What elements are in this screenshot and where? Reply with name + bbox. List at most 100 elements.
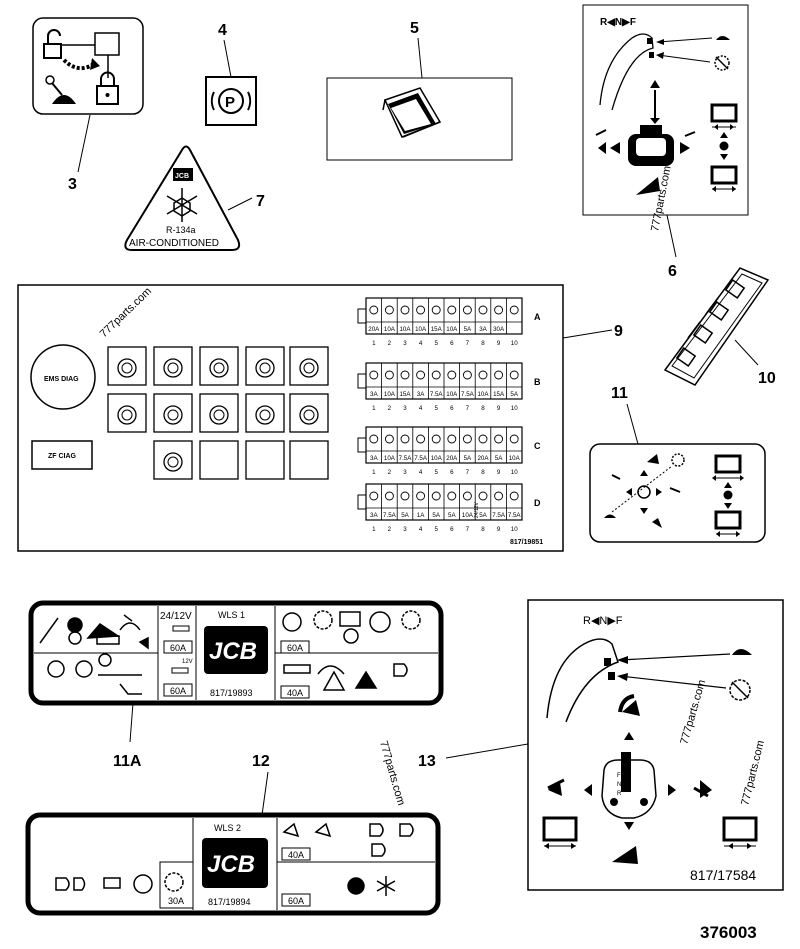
watermark: 777parts.com: [678, 678, 708, 745]
switch-10: [289, 393, 329, 433]
decal-11-part-number: 817/19893: [210, 688, 253, 698]
fuse-rating: 7.5A: [414, 455, 428, 462]
fuse-position: 4: [419, 405, 423, 412]
switch-7: [153, 393, 193, 433]
fuse-position: 8: [481, 340, 485, 347]
fuse-row-label: B: [534, 377, 541, 387]
decal-11a-fuse-left: 30A: [168, 896, 184, 906]
gear-letter-n: N: [617, 782, 621, 788]
parking-brake-icon: [218, 88, 244, 114]
decal-7-logo: JCB: [175, 173, 189, 180]
callout-13: 13: [418, 753, 436, 770]
operator-manual-icon: [382, 87, 442, 138]
fuse-rating: 7.5A: [383, 512, 397, 519]
fuse-rating: 5A: [495, 455, 503, 462]
decal-11-right-icons: [282, 610, 421, 691]
callout-4: 4: [218, 22, 227, 39]
fuse-position: 6: [450, 405, 454, 412]
decal-11a-part-number: 817/19894: [208, 897, 251, 907]
fuse-rating: 15A: [493, 391, 505, 398]
decal-9: EMS DIAG ZF CIAG 20A110A210A310A415A510A…: [17, 284, 564, 552]
decal-13: R◀N▶F F N R: [527, 599, 784, 891]
decal-11-fuse-left-top: 60A: [170, 643, 186, 653]
decal-11-fuse-right-bottom: 40A: [287, 688, 303, 698]
decal-11a-logo: JCB: [207, 851, 255, 878]
fuse-rating: 7.5A: [492, 512, 506, 519]
fuse-position: 9: [497, 526, 501, 533]
open-padlock-icon: [43, 43, 62, 59]
switch-5: [289, 346, 329, 386]
fuse-rating: 1A: [417, 512, 425, 519]
fuse-rating: 3A: [370, 455, 378, 462]
fuse-position: 4: [419, 526, 423, 533]
fuse-position: 10: [511, 469, 518, 476]
switch-4: [245, 346, 285, 386]
fuse-position: 5: [434, 526, 438, 533]
jcb-logo-icon: JCB: [204, 626, 268, 674]
decal-7-refrigerant: R-134a: [166, 225, 196, 235]
brake-gear-icon: [729, 679, 751, 701]
fuse-position: 7: [466, 526, 470, 533]
fuse-rating: 10A: [462, 512, 474, 519]
fuse-row-b: 3A110A215A33A47.5A510A67.5A710A815A95A10…: [357, 362, 541, 412]
decal-5: [326, 77, 513, 161]
shift-lever-icon: F N R: [601, 752, 657, 819]
watermark: 777parts.com: [377, 740, 407, 807]
switch-1: [107, 346, 147, 386]
gear-selector-letters: [675, 279, 746, 367]
fuse-position: 9: [497, 469, 501, 476]
decal-9-part-number: 817/19851: [510, 539, 543, 546]
decal-7-label: AIR-CONDITIONED: [129, 238, 219, 249]
fuse-position: 6: [450, 526, 454, 533]
fuse-position: 6: [450, 469, 454, 476]
switch-14: [289, 440, 329, 480]
brake-gear-icon: [714, 55, 730, 71]
decal-11a-right-icons: [282, 822, 414, 896]
fuse-position: 2: [388, 526, 392, 533]
gear-letter-r: R: [617, 791, 622, 797]
brake-gear-icon: [671, 453, 685, 467]
fuse-rating: 20A: [368, 326, 380, 333]
fuse-rating: 7.5A: [461, 391, 475, 398]
callout-12: 11: [611, 385, 628, 402]
decal-13-part-number: 817/17584: [690, 867, 756, 883]
callout-9: 9: [614, 323, 623, 340]
fuse-row-label: C: [534, 441, 541, 451]
fuse-position: 4: [419, 340, 423, 347]
callout-6: 6: [668, 263, 677, 280]
fuse-position: 9: [497, 405, 501, 412]
fuse-rating: 3A: [417, 391, 425, 398]
decal-11a-fuse-right-top: 40A: [288, 850, 304, 860]
watermark: 777parts.com: [98, 285, 154, 340]
zf-diag-label: ZF CIAG: [48, 453, 77, 460]
gear-letter-f: F: [617, 773, 621, 779]
travel-mode-icon: [712, 454, 744, 537]
fuse-rating: 5A: [464, 455, 472, 462]
fuse-rating: 20A: [477, 455, 489, 462]
decal-11a-left-icons: [55, 872, 184, 894]
switch-13: [245, 440, 285, 480]
fuse-position: 5: [434, 405, 438, 412]
fuse-rating: 7.5A: [508, 512, 522, 519]
tortoise-icon: [604, 514, 616, 518]
fuse-rating: 10A: [399, 326, 411, 333]
callout-10: 10: [758, 370, 776, 387]
fuse-rating: 15A: [431, 326, 443, 333]
switch-12: [199, 440, 239, 480]
fuse-rating: 10A: [477, 391, 489, 398]
callout-3: 3: [68, 176, 77, 193]
fuse-position: 5: [434, 340, 438, 347]
fuse-rating: 10A: [446, 391, 458, 398]
travel-mode-icon: [542, 816, 758, 849]
ems-diag-label: EMS DIAG: [44, 376, 79, 383]
fuse-rating: 5A: [401, 512, 409, 519]
fuse-position: 10: [511, 526, 518, 533]
fuse-position: 1: [372, 526, 376, 533]
switch-11: [153, 440, 193, 480]
fuse-position: 4: [419, 469, 423, 476]
figure-number: 376003: [700, 923, 757, 942]
fuse-position: 2: [388, 405, 392, 412]
